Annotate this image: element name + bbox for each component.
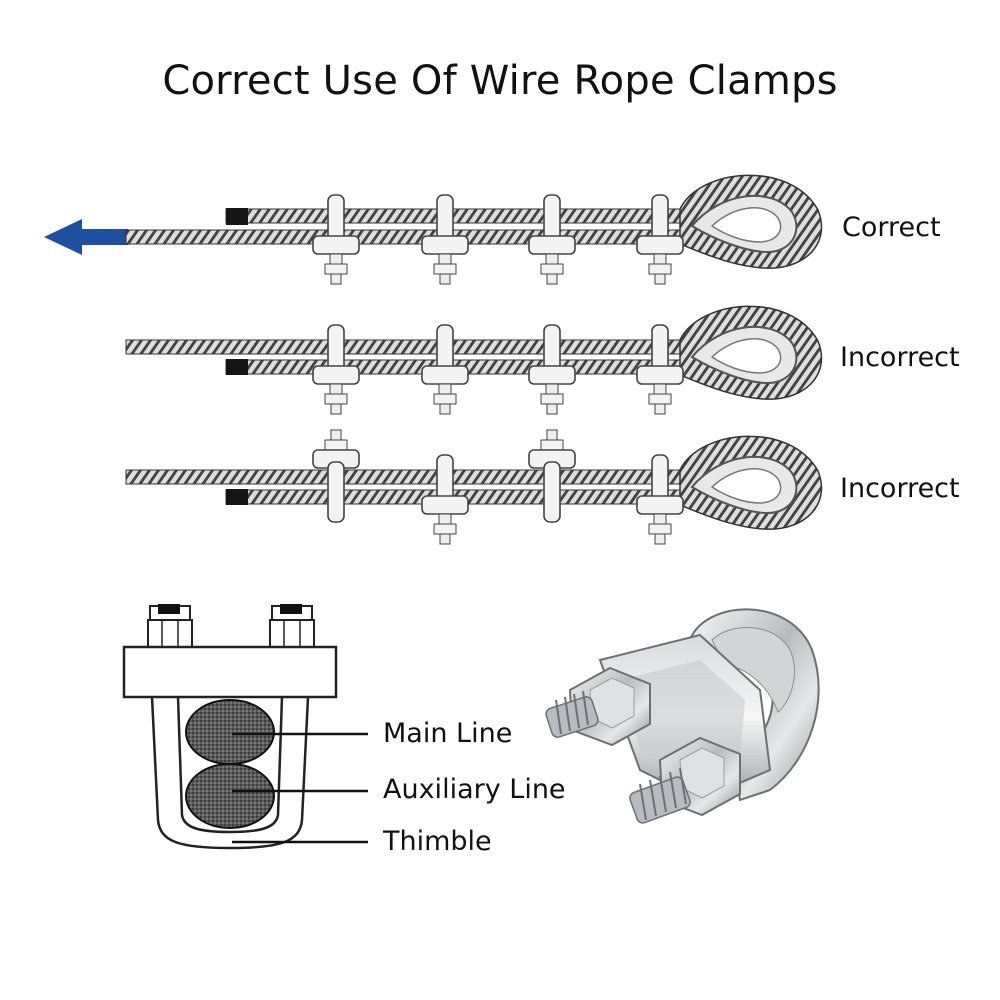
label-thimble: Thimble bbox=[383, 826, 492, 857]
thimble-eye bbox=[679, 305, 823, 400]
thimble-eye bbox=[679, 435, 823, 530]
clamp-saddle-bottom bbox=[528, 194, 576, 285]
clamp-saddle-bottom bbox=[421, 324, 469, 415]
main-line-rope bbox=[125, 339, 687, 355]
clamp-saddle-bottom bbox=[421, 194, 469, 285]
thimble-eye bbox=[679, 174, 823, 269]
clamp-saddle-bottom bbox=[636, 194, 684, 285]
row-correct bbox=[44, 174, 823, 285]
row-label-incorrect-2: Incorrect bbox=[840, 473, 960, 504]
clamp-saddle-bottom bbox=[528, 324, 576, 415]
main-line-strand bbox=[185, 699, 275, 765]
lower-bolt-thread bbox=[629, 767, 691, 824]
main-line-rope bbox=[125, 229, 687, 245]
upper-bolt-thread bbox=[545, 690, 599, 738]
wire-rope-clamp-illustration bbox=[545, 608, 820, 824]
clamp-saddle-top bbox=[312, 429, 360, 523]
label-main-line: Main Line bbox=[383, 718, 513, 749]
clamp-saddle-bottom bbox=[312, 324, 360, 415]
main-line-rope bbox=[125, 469, 687, 485]
auxiliary-line-strand bbox=[185, 763, 275, 829]
page-title: Correct Use Of Wire Rope Clamps bbox=[162, 58, 838, 104]
row-label-incorrect-1: Incorrect bbox=[840, 342, 960, 373]
rope-end-cap bbox=[226, 208, 248, 225]
row-incorrect-1 bbox=[125, 305, 823, 415]
clamp-cross-section bbox=[122, 604, 368, 850]
auxiliary-line-rope bbox=[225, 208, 687, 224]
clamp-saddle-top bbox=[528, 429, 576, 523]
row-label-correct: Correct bbox=[842, 212, 941, 243]
row-incorrect-2 bbox=[125, 429, 823, 545]
clamp-saddle-bottom bbox=[421, 454, 469, 545]
rope-end-cap bbox=[226, 489, 248, 505]
clamp-saddle-bottom bbox=[312, 194, 360, 285]
clamp-saddle-bottom bbox=[636, 454, 684, 545]
label-auxiliary-line: Auxiliary Line bbox=[383, 774, 566, 805]
direction-arrow-icon bbox=[44, 219, 128, 255]
clamp-saddle-bottom bbox=[636, 324, 684, 415]
rope-end-cap bbox=[226, 359, 248, 375]
